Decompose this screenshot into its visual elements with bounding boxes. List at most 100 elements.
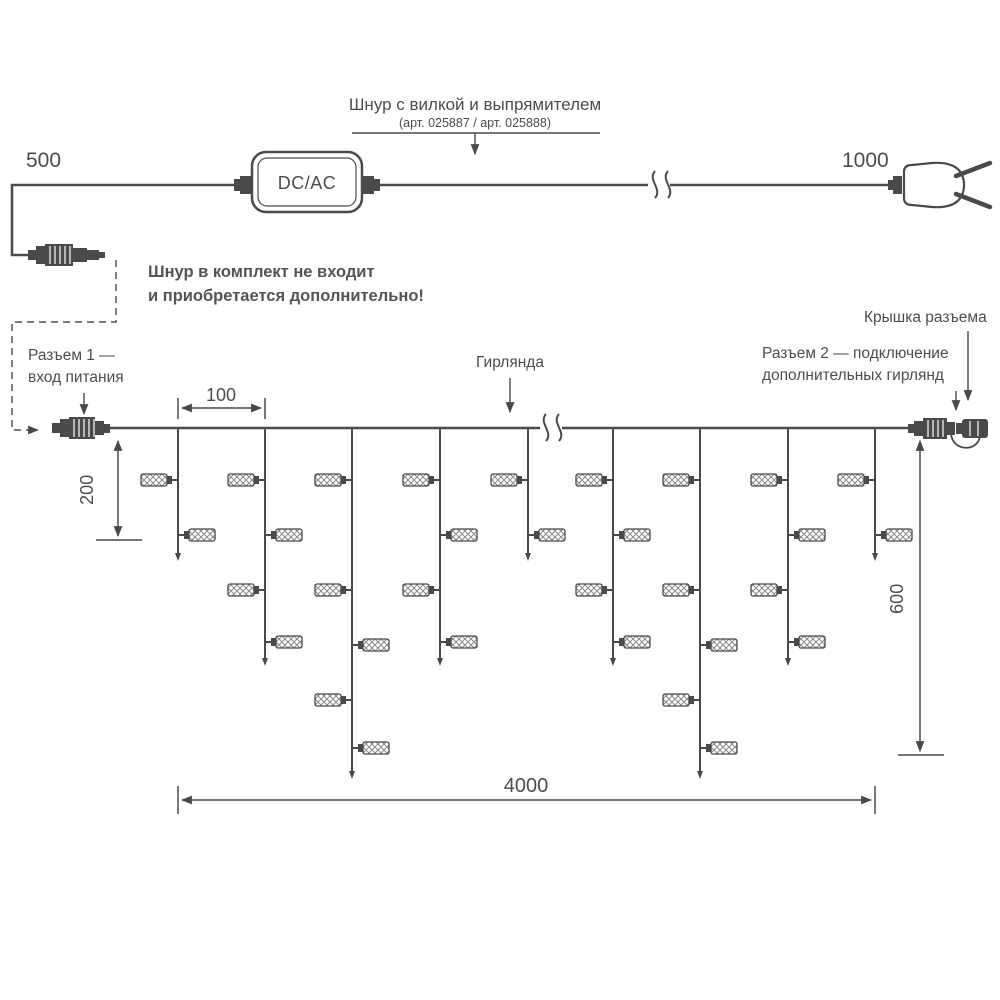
dim-100-lines: [177, 398, 266, 419]
lamp-icon: [623, 635, 651, 649]
lamp-icon: [623, 528, 651, 542]
lamp-icon: [402, 583, 430, 597]
lamp-icon: [490, 473, 518, 487]
lamp-holder: [619, 531, 624, 539]
lamp-holder: [864, 476, 869, 484]
drop: [750, 428, 826, 666]
lamp-icon: [314, 473, 342, 487]
drop-tip: [349, 771, 355, 779]
lamp-holder: [184, 531, 189, 539]
connector1-label-line1: Разъем 1 —: [28, 347, 115, 364]
lamp-holder: [881, 531, 886, 539]
lamp-icon: [662, 473, 690, 487]
power-plug-icon: [888, 160, 993, 210]
lamp-icon: [362, 638, 390, 652]
drops-layer: [140, 428, 913, 779]
lamp-icon: [314, 583, 342, 597]
drop-tip: [175, 553, 181, 561]
connector2-label-line2: дополнительных гирлянд: [762, 367, 944, 384]
lamp-holder: [777, 476, 782, 484]
dim-100-label: 100: [205, 385, 237, 405]
dim-600-lines: [898, 439, 944, 756]
adapter-label: DC/AC: [277, 173, 337, 193]
lamp-holder: [254, 586, 259, 594]
connector-2: [908, 418, 955, 439]
lamp-holder: [689, 586, 694, 594]
garland-label: Гирлянда: [476, 354, 544, 371]
lamp-holder: [446, 531, 451, 539]
lamp-holder: [777, 586, 782, 594]
drop: [662, 428, 738, 779]
drop-tip: [872, 553, 878, 561]
drop-tip: [525, 553, 531, 561]
drop: [575, 428, 651, 666]
lamp-icon: [837, 473, 865, 487]
cord-connector: [28, 244, 105, 266]
lamp-holder: [706, 744, 711, 752]
lamp-holder: [429, 476, 434, 484]
lamp-icon: [538, 528, 566, 542]
lamp-icon: [188, 528, 216, 542]
lamp-icon: [885, 528, 913, 542]
power-cord: [10, 183, 888, 257]
lamp-icon: [314, 693, 342, 707]
leader-lines: [79, 132, 973, 416]
dim-4000-lines: [177, 786, 876, 814]
connector2-label-line1: Разъем 2 — подключение: [762, 345, 949, 362]
callout-title: Шнур с вилкой и выпрямителем: [348, 95, 602, 114]
lamp-holder: [517, 476, 522, 484]
drop: [402, 428, 478, 666]
lamp-icon: [362, 741, 390, 755]
lamp-icon: [402, 473, 430, 487]
lamp-holder: [794, 531, 799, 539]
lamp-icon: [227, 473, 255, 487]
garland-break-icon: [542, 413, 563, 442]
lamp-icon: [275, 528, 303, 542]
drop: [140, 428, 216, 561]
drop-tip: [610, 658, 616, 666]
lamp-icon: [575, 473, 603, 487]
dim-200-label: 200: [77, 474, 98, 505]
drop: [227, 428, 303, 666]
lamp-holder: [358, 641, 363, 649]
lamp-holder: [167, 476, 172, 484]
lamp-holder: [794, 638, 799, 646]
lamp-icon: [662, 693, 690, 707]
lamp-icon: [450, 635, 478, 649]
cord-break-icon: [651, 170, 672, 199]
lamp-holder: [602, 586, 607, 594]
lamp-icon: [710, 638, 738, 652]
drop-tip: [697, 771, 703, 779]
lamp-holder: [341, 476, 346, 484]
lamp-icon: [710, 741, 738, 755]
lamp-icon: [750, 583, 778, 597]
note-line1: Шнур в комплект не входит: [148, 263, 375, 281]
drop-tip: [262, 658, 268, 666]
drop: [490, 428, 566, 561]
lamp-icon: [750, 473, 778, 487]
lamp-icon: [450, 528, 478, 542]
lamp-icon: [798, 528, 826, 542]
lamp-icon: [662, 583, 690, 597]
lamp-holder: [706, 641, 711, 649]
dc-ac-adapter: [234, 150, 380, 214]
connector-1: [52, 417, 110, 439]
dim-1000-label: 1000: [842, 149, 889, 172]
dim-4000-label: 4000: [503, 775, 549, 797]
lamp-icon: [227, 583, 255, 597]
connector1-label-line2: вход питания: [28, 369, 124, 386]
dim-500-label: 500: [26, 149, 62, 172]
drop: [837, 428, 913, 561]
lamp-holder: [271, 531, 276, 539]
lamp-holder: [429, 586, 434, 594]
dim-600-label: 600: [887, 583, 908, 614]
lamp-holder: [602, 476, 607, 484]
lamp-icon: [140, 473, 168, 487]
lamp-holder: [341, 696, 346, 704]
cap-label: Крышка разъема: [864, 309, 987, 326]
lamp-holder: [446, 638, 451, 646]
lamp-holder: [534, 531, 539, 539]
lamp-holder: [689, 476, 694, 484]
lamp-icon: [798, 635, 826, 649]
